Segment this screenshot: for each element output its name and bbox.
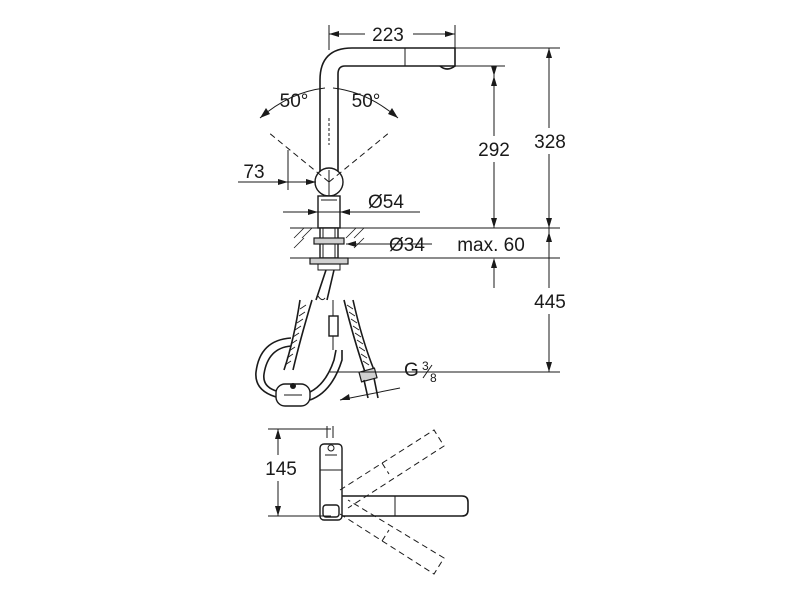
body-diameter-label: Ø54 <box>368 192 404 213</box>
swivel-left-label: 50° <box>280 91 309 112</box>
countertop <box>290 227 560 271</box>
plan-depth-dimension: 145 <box>254 428 331 517</box>
connection-thread-callout: G 3 8 <box>339 359 437 401</box>
plan-depth-label: 145 <box>265 459 297 480</box>
hose-length-label: 445 <box>534 292 566 313</box>
body-offset-label: 73 <box>243 162 264 183</box>
supply-hoses <box>283 269 379 399</box>
spout-reach-label: 223 <box>372 25 404 46</box>
faucet-plan-view <box>319 426 469 575</box>
pullout-hose-loop <box>255 337 343 407</box>
hose-length-dimension: 445 <box>330 228 576 373</box>
max-thickness-label: max. 60 <box>457 235 525 256</box>
body-diameter-dimension: Ø54 <box>283 192 420 215</box>
total-height-label: 328 <box>534 132 566 153</box>
max-thickness-dimension: max. 60 <box>457 235 525 288</box>
outlet-height-label: 292 <box>478 140 510 161</box>
swivel-right-label: 50° <box>352 91 381 112</box>
outlet-height-dimension: 292 <box>455 65 520 228</box>
connection-sup: 3 <box>422 359 429 373</box>
connection-sub: 8 <box>430 371 437 385</box>
total-height-dimension: 328 <box>455 47 576 228</box>
spout-reach-dimension: 223 <box>328 22 456 50</box>
hole-diameter-dimension: Ø34 <box>346 235 432 256</box>
swivel-range: 50° 50° <box>259 87 399 183</box>
connection-label: G <box>404 360 419 381</box>
body-offset-dimension: 73 <box>238 150 316 190</box>
hole-diameter-label: Ø34 <box>389 235 425 256</box>
